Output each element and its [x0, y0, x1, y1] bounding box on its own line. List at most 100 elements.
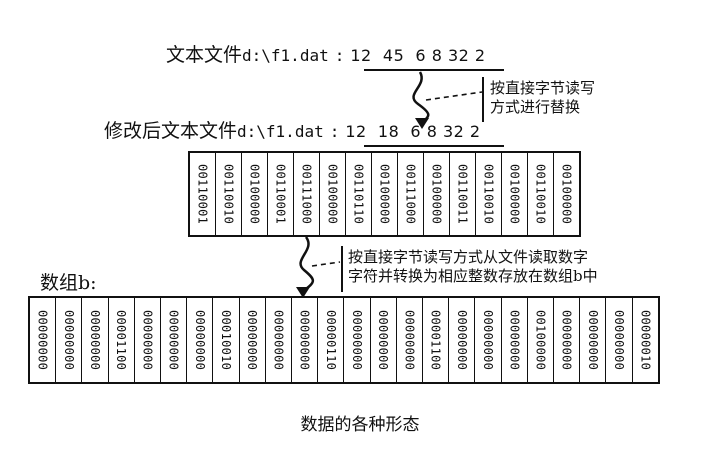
array-b-cell-value: 00000000 [61, 309, 76, 371]
array-b-cell-value: 00000010 [638, 309, 653, 371]
array-b-cell-value: 00000000 [245, 309, 260, 371]
array-b-cell-value: 00000000 [585, 309, 600, 371]
byte-cell-value: 00111000 [299, 163, 314, 225]
step2-arrow [299, 236, 315, 293]
byte-cell: 00110110 [345, 153, 371, 235]
array-b-cell-value: 00000110 [323, 309, 338, 371]
array-b-cell-value: 00000000 [35, 309, 50, 371]
modified-file-path: d:\f1.dat [237, 122, 324, 141]
modified-file-label: 修改后文本文件 [104, 120, 238, 142]
array-b-cell-value: 00000000 [88, 309, 102, 371]
array-b-cell-value: 00000000 [140, 309, 155, 371]
array-b-cell-value: 00000000 [454, 309, 469, 371]
step1-arrow [412, 71, 430, 123]
original-file-separator: : [334, 46, 345, 65]
step1-arrowhead [415, 118, 429, 129]
byte-cell-value: 00110010 [481, 163, 496, 225]
array-b-cell: 00000000 [264, 298, 291, 382]
byte-cell: 00100000 [501, 153, 527, 235]
array-b-cell: 00000000 [238, 298, 265, 382]
array-b-cell: 00000000 [133, 298, 160, 382]
array-b-cell: 00010010 [212, 298, 238, 382]
array-b-cell: 00000000 [30, 298, 55, 382]
array-b-cell: 00001100 [422, 298, 448, 382]
byte-cell-value: 00100000 [247, 163, 262, 225]
byte-cell: 00110011 [449, 153, 475, 235]
step1-dashed-leader [425, 91, 483, 101]
step1-note-line1: 按直接字节读写 [490, 79, 596, 97]
step2-note: 按直接字节读写方式从文件读取数字 字符并转换为相应整数存放在数组b中 [348, 248, 598, 286]
array-b-cell: 00000000 [343, 298, 369, 382]
modified-file-line: 修改后文本文件d:\f1.dat:12 18 6 8 32 2 [104, 120, 481, 142]
step2-dashed-leader [311, 261, 341, 267]
array-b-cell-value: 00100000 [533, 309, 548, 371]
byte-cell: 00111000 [293, 153, 319, 235]
array-b-cell-value: 00000000 [559, 309, 574, 371]
byte-cell-value: 00110011 [455, 163, 470, 225]
array-b-cell: 00000000 [553, 298, 579, 382]
array-b-cell: 00000000 [474, 298, 500, 382]
modified-file-separator: : [329, 122, 340, 141]
array-b-cell-value: 00010010 [219, 309, 234, 371]
original-file-content: 12 45 6 8 32 2 [350, 46, 486, 65]
array-b-cell-value: 00000000 [376, 309, 391, 371]
byte-cell-value: 00100000 [325, 163, 340, 225]
array-b-cell: 00100000 [526, 298, 553, 382]
byte-cell-value: 00110010 [533, 163, 548, 225]
byte-cell: 00100000 [423, 153, 449, 235]
array-b-cell-value: 00001100 [114, 309, 129, 371]
array-b-cell-value: 00000000 [402, 309, 417, 371]
byte-cell-value: 00100000 [507, 163, 522, 225]
array-b-cell: 00000000 [395, 298, 422, 382]
byte-cell: 00110010 [475, 153, 501, 235]
byte-cell-value: 00110001 [195, 163, 210, 225]
byte-cell-value: 00100000 [377, 163, 392, 225]
array-b-cell-value: 00000000 [612, 309, 627, 371]
array-b-cell: 00000000 [81, 298, 107, 382]
byte-cell-value: 00111000 [403, 163, 418, 225]
array-b-cell: 00000000 [55, 298, 81, 382]
byte-cell: 00100000 [371, 153, 397, 235]
original-file-label: 文本文件 [166, 44, 243, 66]
array-b-cell: 00000000 [186, 298, 212, 382]
array-b-cell: 00000000 [500, 298, 527, 382]
original-file-line: 文本文件d:\f1.dat:12 45 6 8 32 2 [166, 44, 486, 66]
array-label: 数组b: [40, 272, 97, 294]
array-b-cell: 00000110 [317, 298, 343, 382]
byte-cell-value: 00110001 [273, 163, 288, 225]
original-file-path: d:\f1.dat [242, 46, 329, 65]
byte-cell: 00100000 [319, 153, 345, 235]
array-b-cell: 00000000 [448, 298, 474, 382]
array-b-cell: 00000000 [579, 298, 605, 382]
byte-cell: 00111000 [397, 153, 423, 235]
modified-file-content: 12 18 6 8 32 2 [345, 122, 481, 141]
array-b-cell-value: 00001100 [428, 309, 443, 371]
step2-arrowhead [296, 287, 310, 298]
byte-cell: 00110010 [215, 153, 241, 235]
array-b-cell: 00000000 [160, 298, 186, 382]
file-bytes-row: 00110001 00110010 00100000 00110001 00111000… [188, 151, 581, 237]
byte-cell-value: 00100000 [559, 163, 574, 225]
array-b-cell-value: 00000000 [271, 309, 286, 371]
array-b-cell: 00000000 [291, 298, 317, 382]
byte-cell: 00100000 [241, 153, 267, 235]
byte-cell-value: 00110010 [221, 163, 236, 225]
byte-cell: 00110010 [527, 153, 553, 235]
step2-note-line1: 按直接字节读写方式从文件读取数字 [348, 248, 589, 266]
array-b-cell: 00000000 [369, 298, 396, 382]
array-b-cell-value: 00000000 [166, 309, 181, 371]
step1-note: 按直接字节读写 方式进行替换 [490, 79, 595, 117]
array-b-cell-value: 00000000 [350, 309, 365, 371]
array-b-cell: 00000010 [631, 298, 658, 382]
array-b-cell-value: 00000000 [297, 309, 312, 371]
figure-caption: 数据的各种形态 [300, 415, 420, 435]
array-b-cell-value: 00000000 [507, 309, 522, 371]
byte-cell-value: 00110110 [351, 163, 366, 225]
byte-cell-value: 00100000 [429, 163, 444, 225]
array-b-cell: 00001100 [107, 298, 134, 382]
step2-note-line2: 字符并转换为相应整数存放在数组b中 [348, 267, 598, 285]
byte-cell: 00110001 [190, 153, 215, 235]
array-b-row: 00000000 00000000 00000000 00001100 00000000… [28, 296, 660, 384]
